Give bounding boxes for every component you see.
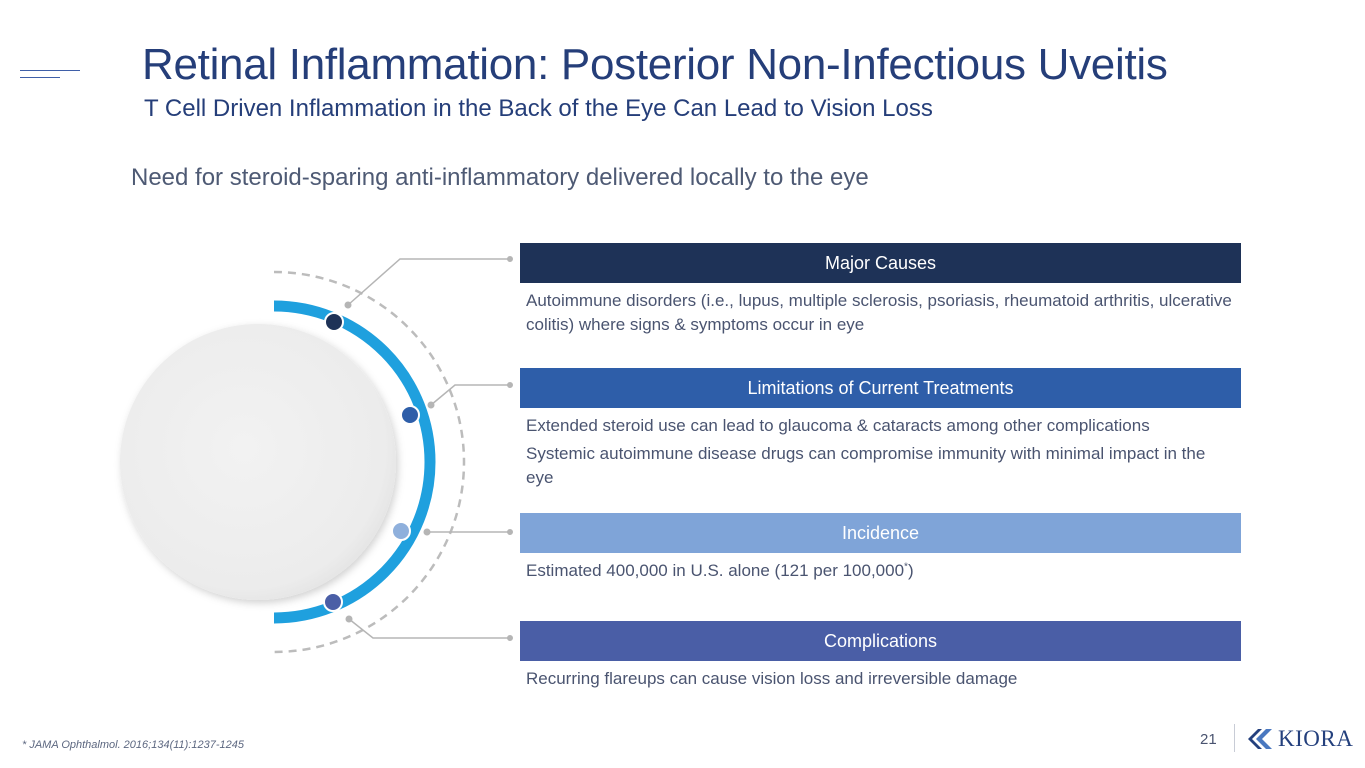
outer-dashed-arc xyxy=(273,270,466,654)
footnote: * JAMA Ophthalmol. 2016;134(11):1237-124… xyxy=(22,739,244,751)
section-major-causes: Major Causes Autoimmune disorders (i.e.,… xyxy=(520,243,1241,337)
footer-divider xyxy=(1234,724,1235,752)
kiora-logo: KIORA xyxy=(1248,726,1353,752)
connector-4-end xyxy=(507,635,513,641)
section-body: Recurring flareups can cause vision loss… xyxy=(520,661,1241,691)
section-text: Recurring flareups can cause vision loss… xyxy=(526,669,1018,688)
connector-1-end xyxy=(507,256,513,262)
header-accent-line-short xyxy=(20,77,60,78)
section-text: Autoimmune disorders (i.e., lupus, multi… xyxy=(526,291,1232,334)
section-body: Autoimmune disorders (i.e., lupus, multi… xyxy=(520,283,1241,337)
section-complications: Complications Recurring flareups can cau… xyxy=(520,621,1241,691)
section-heading: Major Causes xyxy=(824,252,937,273)
center-disc xyxy=(120,324,396,600)
section-header: Limitations of Current Treatments xyxy=(520,368,1241,408)
section-header: Incidence xyxy=(520,513,1241,553)
section-heading: Limitations of Current Treatments xyxy=(747,377,1014,398)
footnote-marker: * xyxy=(904,561,908,573)
section-heading: Complications xyxy=(823,630,938,651)
section-header: Complications xyxy=(520,621,1241,661)
page-number: 21 xyxy=(1200,731,1217,748)
connector-3-start xyxy=(423,528,431,536)
blue-arc xyxy=(273,300,436,624)
header-accent-line xyxy=(20,70,80,71)
connector-4-start xyxy=(345,615,353,623)
page-title: Retinal Inflammation: Posterior Non-Infe… xyxy=(142,40,1168,89)
marker-dot-3 xyxy=(391,521,411,541)
connector-1-start xyxy=(344,301,352,309)
section-header: Major Causes xyxy=(520,243,1241,283)
marker-dot-2 xyxy=(400,405,420,425)
section-body: Extended steroid use can lead to glaucom… xyxy=(520,408,1241,490)
incidence-text: Estimated 400,000 in U.S. alone (121 per… xyxy=(526,561,905,580)
lead-text: Need for steroid-sparing anti-inflammato… xyxy=(131,164,869,191)
page-subtitle: T Cell Driven Inflammation in the Back o… xyxy=(144,95,933,122)
section-text: Extended steroid use can lead to glaucom… xyxy=(526,416,1150,435)
connector-2-end xyxy=(507,382,513,388)
section-text: Systemic autoimmune disease drugs can co… xyxy=(526,444,1206,487)
connector-2-start xyxy=(427,401,435,409)
section-limitations: Limitations of Current Treatments Extend… xyxy=(520,368,1241,490)
connector-1 xyxy=(347,258,510,306)
connector-4 xyxy=(348,618,510,639)
incidence-text-end: ) xyxy=(907,561,914,580)
marker-dot-4 xyxy=(323,592,343,612)
section-text: Estimated 400,000 in U.S. alone (121 per… xyxy=(526,559,1237,583)
section-incidence: Incidence Estimated 400,000 in U.S. alon… xyxy=(520,513,1241,583)
section-body: Estimated 400,000 in U.S. alone (121 per… xyxy=(520,553,1241,583)
kiora-logo-icon xyxy=(1248,729,1272,749)
connector-2 xyxy=(430,384,510,406)
logo-text: KIORA xyxy=(1278,726,1354,751)
connector-3-end xyxy=(507,529,513,535)
section-heading: Incidence xyxy=(841,522,920,543)
marker-dot-1 xyxy=(324,312,344,332)
